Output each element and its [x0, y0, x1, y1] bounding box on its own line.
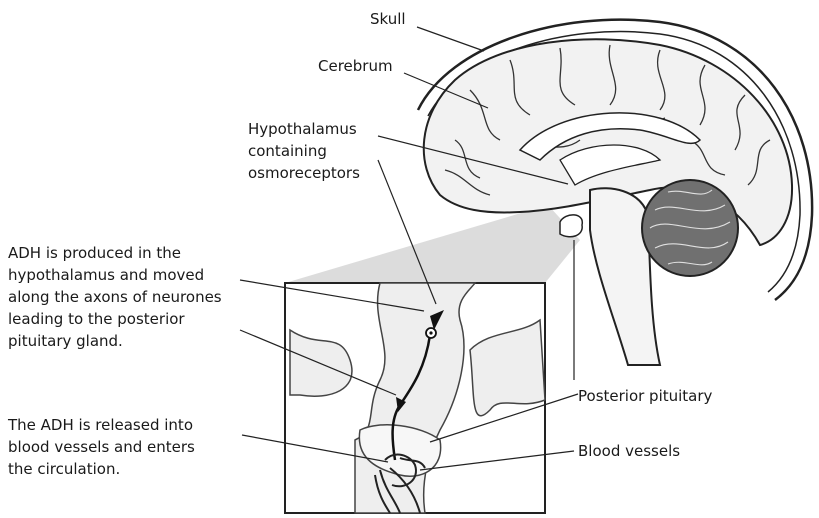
label-posterior-pituitary: Posterior pituitary [578, 385, 712, 407]
label-adh-produced: ADH is produced in the hypothalamus and … [8, 242, 222, 352]
label-adh-released: The ADH is released into blood vessels a… [8, 414, 195, 480]
nucleus [429, 331, 432, 334]
label-skull: Skull [370, 8, 406, 30]
label-cerebrum: Cerebrum [318, 55, 393, 77]
label-hypothalamus: Hypothalamus containing osmoreceptors [248, 118, 360, 184]
label-blood-vessels: Blood vessels [578, 440, 680, 462]
magnification-cone [285, 205, 580, 283]
pituitary-gland [560, 215, 582, 237]
